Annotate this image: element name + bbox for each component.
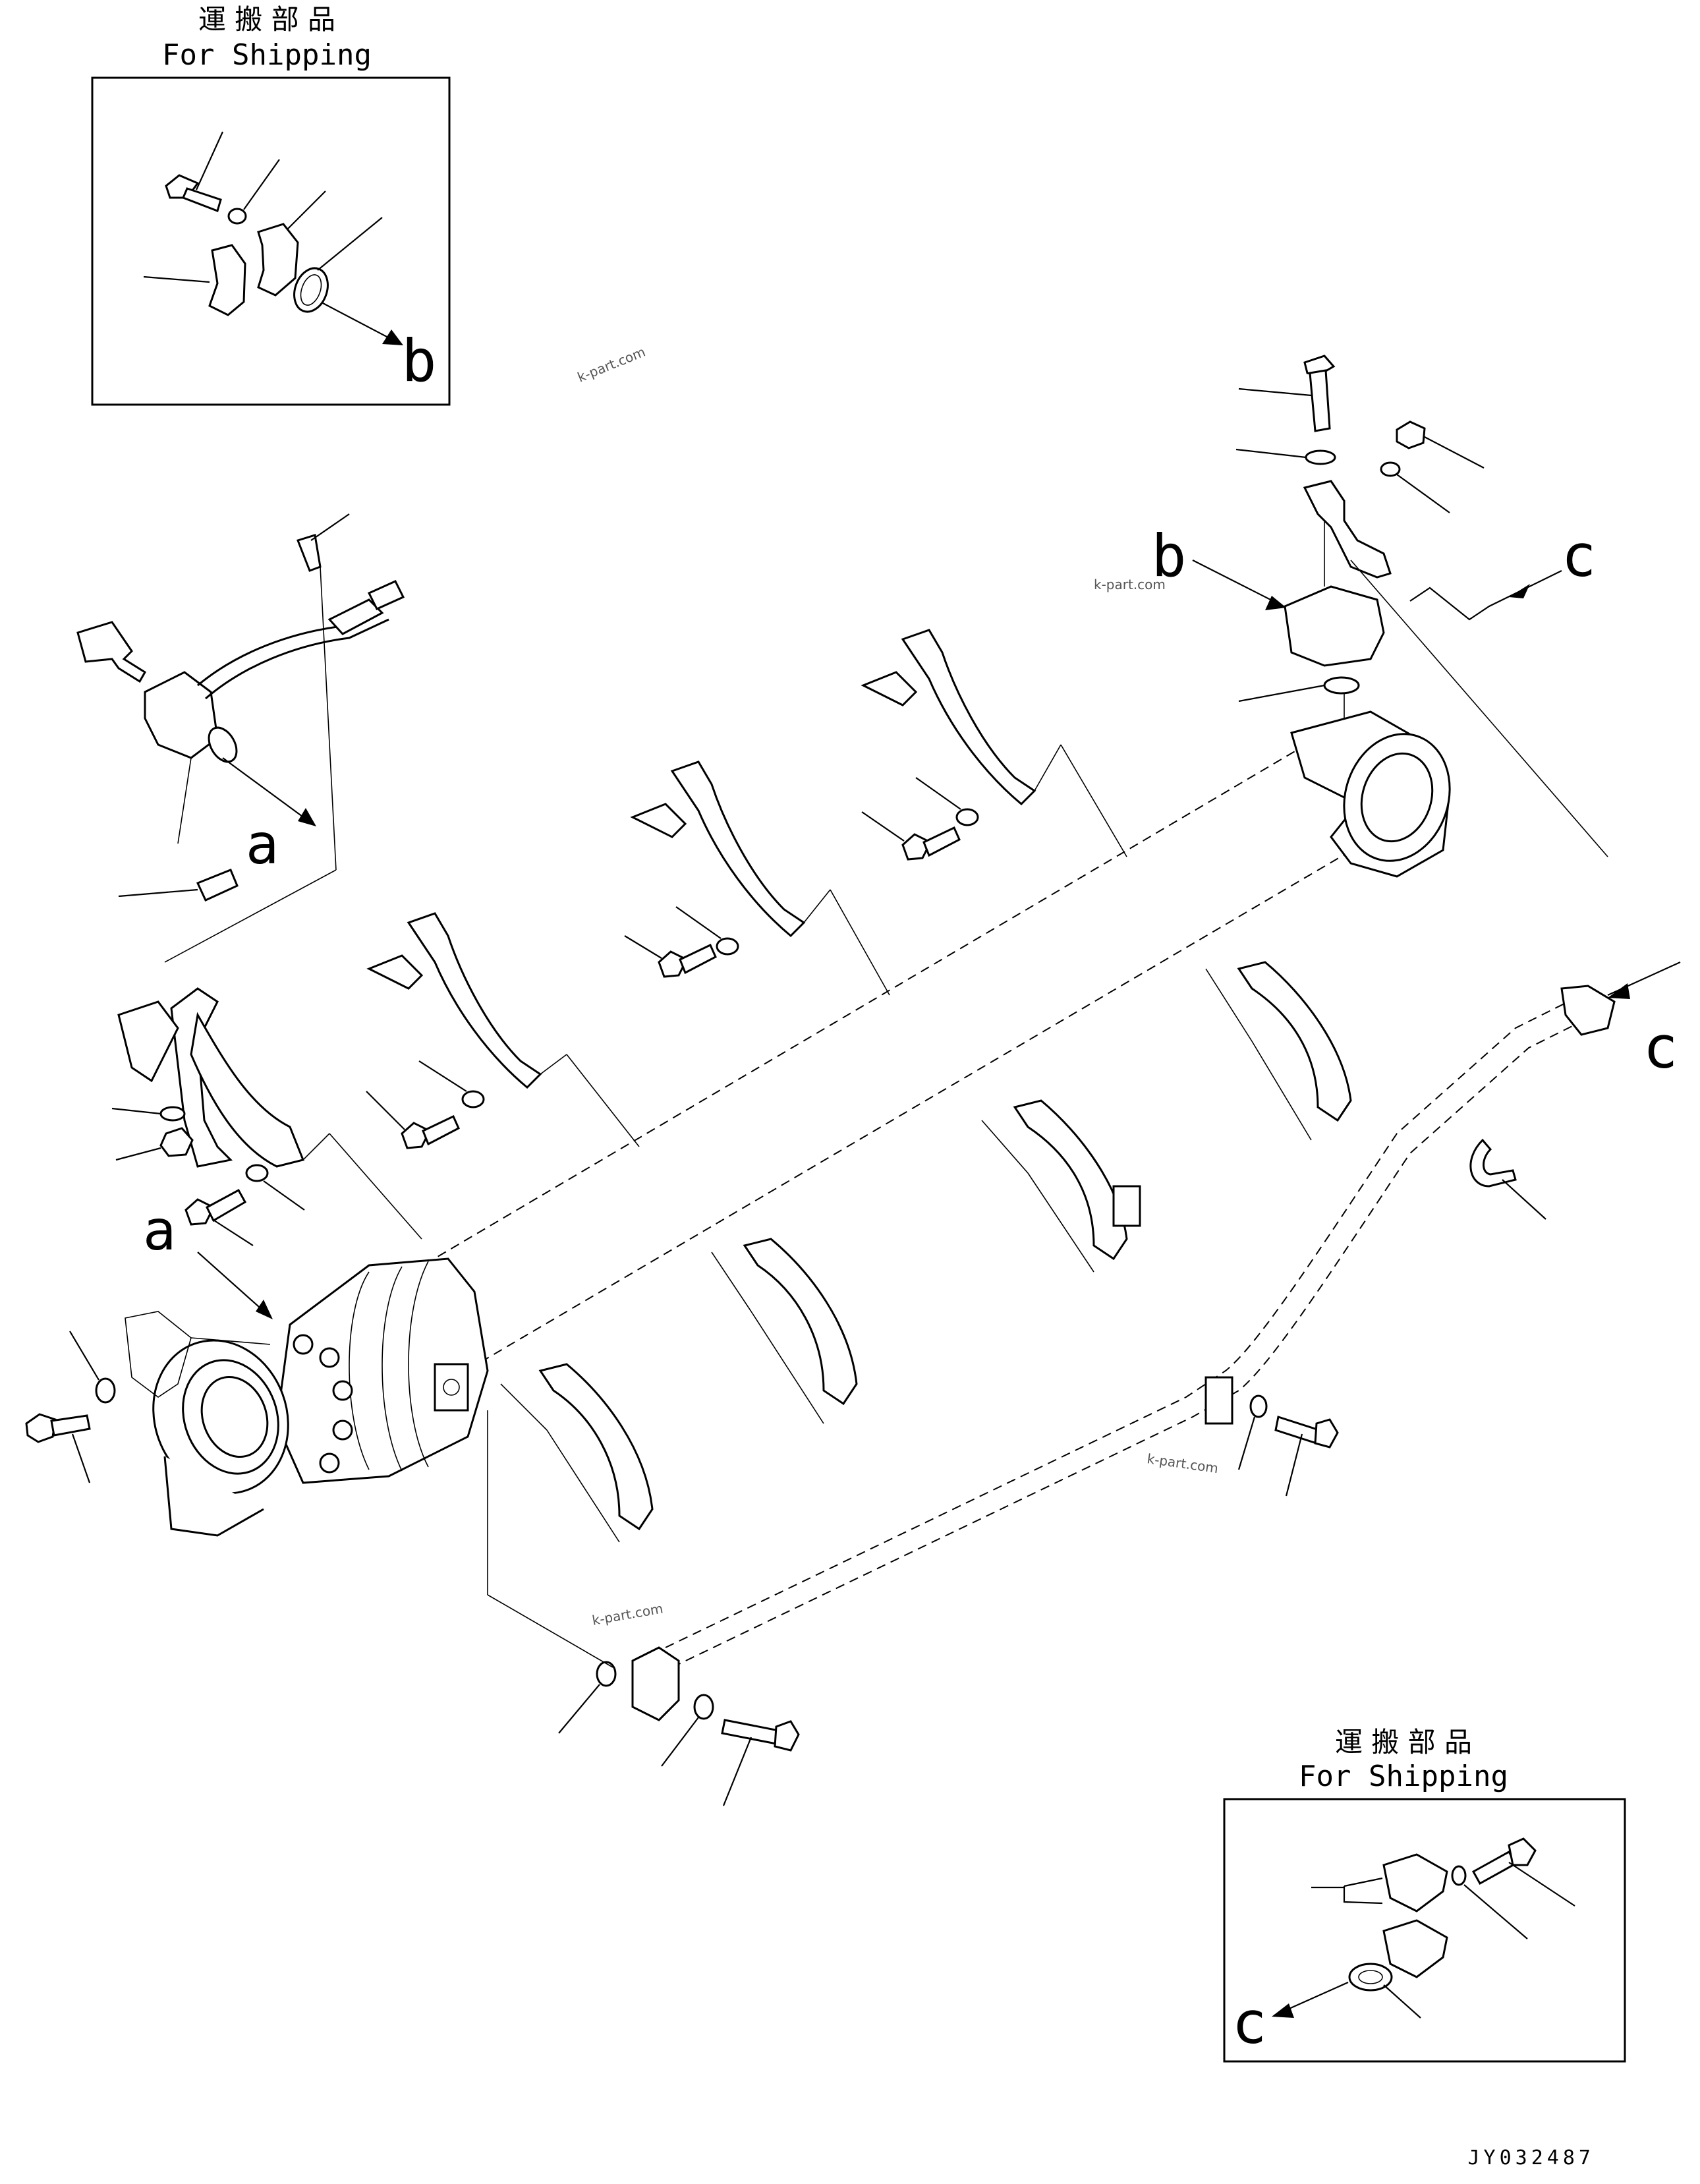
washer-icon — [95, 1377, 116, 1404]
arrow-icon — [1509, 584, 1530, 598]
pipe-flange-icon — [631, 1646, 680, 1721]
split-flange-half-icon — [1382, 1853, 1448, 1912]
bracket-icon — [1303, 480, 1392, 579]
shipping-box-frame-top — [91, 76, 451, 406]
bolt-icon — [1274, 1416, 1339, 1449]
washer-icon — [227, 208, 247, 225]
o-ring-icon — [596, 1661, 617, 1687]
o-ring-icon — [1348, 1963, 1393, 1992]
ref-label-c-bottom: c — [1232, 1989, 1267, 2057]
callout-a-lower: a — [143, 1198, 177, 1263]
washer-icon — [245, 1164, 269, 1182]
split-flange-half-icon — [1382, 1919, 1448, 1978]
washer-icon — [1451, 1865, 1467, 1886]
washer-icon — [693, 1694, 714, 1720]
nut-icon — [159, 1127, 194, 1157]
arrow-icon — [256, 1300, 273, 1319]
u-bolt-icon — [1469, 1138, 1517, 1188]
clamp-band — [1205, 961, 1352, 1141]
o-ring-icon — [208, 726, 238, 763]
clamp-band — [500, 1363, 654, 1543]
hose-adapter-icon — [76, 621, 147, 683]
bolt-icon — [25, 1413, 91, 1443]
bolt-icon — [721, 1719, 800, 1752]
callout-b-main: b — [1152, 522, 1187, 590]
head-side-block-group: b c — [1152, 355, 1608, 857]
washer-icon — [1249, 1394, 1268, 1418]
head-end-fasteners: a — [25, 1198, 273, 1483]
callout-c-right: c — [1643, 1014, 1678, 1081]
clamp-band — [630, 761, 890, 996]
drawing-number: JY032487 — [1468, 2146, 1595, 2170]
shipping-parts-box-top: 運 搬 部 品 For Shipping b — [91, 3, 451, 406]
shipping-parts-box-bottom: 運 搬 部 品 For Shipping c — [1223, 1726, 1626, 2063]
arrow-icon — [298, 808, 316, 826]
o-ring-icon — [1323, 676, 1360, 695]
watermark: k-part.com — [575, 344, 648, 386]
split-flange-half-icon — [208, 244, 246, 316]
shipping-title-en-bottom: For Shipping — [1299, 1760, 1508, 1793]
bolt-icon — [1471, 1837, 1537, 1885]
arrow-icon — [1272, 2003, 1294, 2018]
hydraulic-pipe: c — [487, 961, 1681, 1806]
clamp-band — [861, 629, 1127, 857]
washer-icon — [1380, 461, 1401, 477]
clamp-band — [366, 912, 640, 1147]
clamp-assemblies — [111, 629, 1352, 1543]
pin-icon — [196, 869, 239, 902]
arrow-icon — [1265, 596, 1286, 610]
shipping-title-jp-bottom: 運 搬 部 品 — [1335, 1726, 1472, 1758]
callout-a-upper: a — [246, 812, 279, 876]
rod-side-fitting-group: a — [76, 513, 405, 963]
bolt-icon — [401, 1114, 460, 1149]
hydraulic-cylinder — [152, 710, 1451, 1537]
shipping-title-en-top: For Shipping — [162, 38, 372, 72]
clamp-band — [711, 1238, 858, 1424]
clamp-band — [117, 987, 422, 1240]
bolt-icon — [901, 826, 961, 861]
check-valve-block-icon — [144, 671, 219, 759]
arrow-icon — [1608, 983, 1630, 999]
shipping-box-frame-bottom — [1223, 1798, 1626, 2063]
elbow-fitting-icon — [297, 534, 322, 572]
pipe-flange-icon — [1560, 985, 1616, 1036]
check-valve-block-icon — [1284, 585, 1385, 667]
cylinder-head — [152, 1257, 489, 1537]
washer-icon — [461, 1090, 485, 1108]
shipping-title-jp-top: 運 搬 部 品 — [198, 3, 335, 36]
washer-icon — [716, 937, 739, 956]
split-flange-half-icon — [1204, 1376, 1233, 1425]
bolt-icon — [184, 1188, 247, 1226]
arrow-icon — [382, 330, 403, 345]
bolt-icon — [1303, 355, 1336, 432]
washer-icon — [159, 1106, 186, 1122]
callout-c-top: c — [1562, 522, 1597, 590]
clamp-band — [981, 1099, 1141, 1273]
watermark: k-part.com — [1094, 577, 1166, 592]
split-flange-half-icon — [257, 223, 299, 297]
bolt-icon — [165, 174, 222, 212]
nut-icon — [1396, 420, 1426, 449]
washer-icon — [1305, 449, 1336, 465]
ref-label-b-top: b — [402, 327, 437, 395]
watermark: k-part.com — [1146, 1451, 1219, 1476]
washer-icon — [955, 808, 979, 826]
bolt-icon — [658, 943, 717, 978]
watermark: k-part.com — [591, 1600, 664, 1628]
